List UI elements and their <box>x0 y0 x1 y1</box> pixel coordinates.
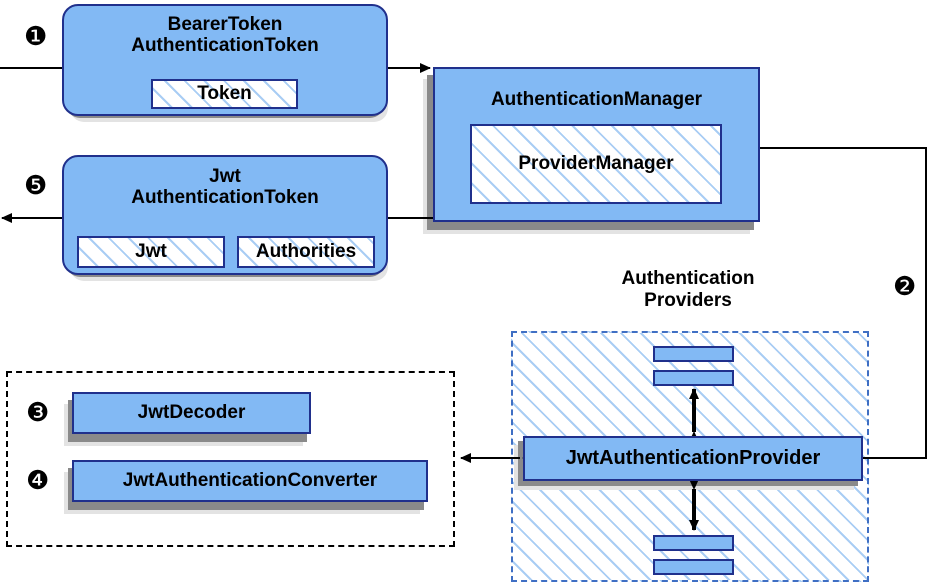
node-jwt-authentication-token-title: Jwt AuthenticationToken <box>131 166 319 209</box>
node-jwt-authentication-converter[interactable]: JwtAuthenticationConverter <box>72 460 428 502</box>
anonymous-provider-bar-4 <box>653 559 734 575</box>
anonymous-provider-bar-3 <box>653 535 734 551</box>
subbox-jwt: Jwt <box>77 236 225 268</box>
node-jwt-decoder-title: JwtDecoder <box>137 402 246 424</box>
node-bearer-token-title: BearerToken AuthenticationToken <box>131 14 319 57</box>
step-marker-3: ❸ <box>26 398 50 428</box>
subbox-provider-manager-label: ProviderManager <box>518 153 674 174</box>
step-marker-5: ❺ <box>24 171 48 201</box>
step-marker-1: ❶ <box>24 22 48 52</box>
node-jwt-decoder[interactable]: JwtDecoder <box>72 392 311 434</box>
authentication-providers-label: Authentication Providers <box>621 268 755 311</box>
subbox-provider-manager: ProviderManager <box>470 124 722 204</box>
subbox-authorities: Authorities <box>237 236 375 268</box>
node-authentication-manager-title: AuthenticationManager <box>490 89 703 110</box>
subbox-token: Token <box>151 79 298 109</box>
step-marker-4: ❹ <box>26 466 50 496</box>
anonymous-provider-bar-1 <box>653 346 734 362</box>
subbox-token-label: Token <box>197 83 252 104</box>
anonymous-provider-bar-2 <box>653 370 734 386</box>
node-jwt-authentication-provider[interactable]: JwtAuthenticationProvider <box>523 436 863 481</box>
step-marker-2: ❷ <box>893 272 917 302</box>
subbox-jwt-label: Jwt <box>135 241 167 262</box>
subbox-authorities-label: Authorities <box>255 241 357 262</box>
node-jwt-authentication-provider-title: JwtAuthenticationProvider <box>565 447 821 470</box>
node-jwt-authentication-converter-title: JwtAuthenticationConverter <box>122 470 378 492</box>
